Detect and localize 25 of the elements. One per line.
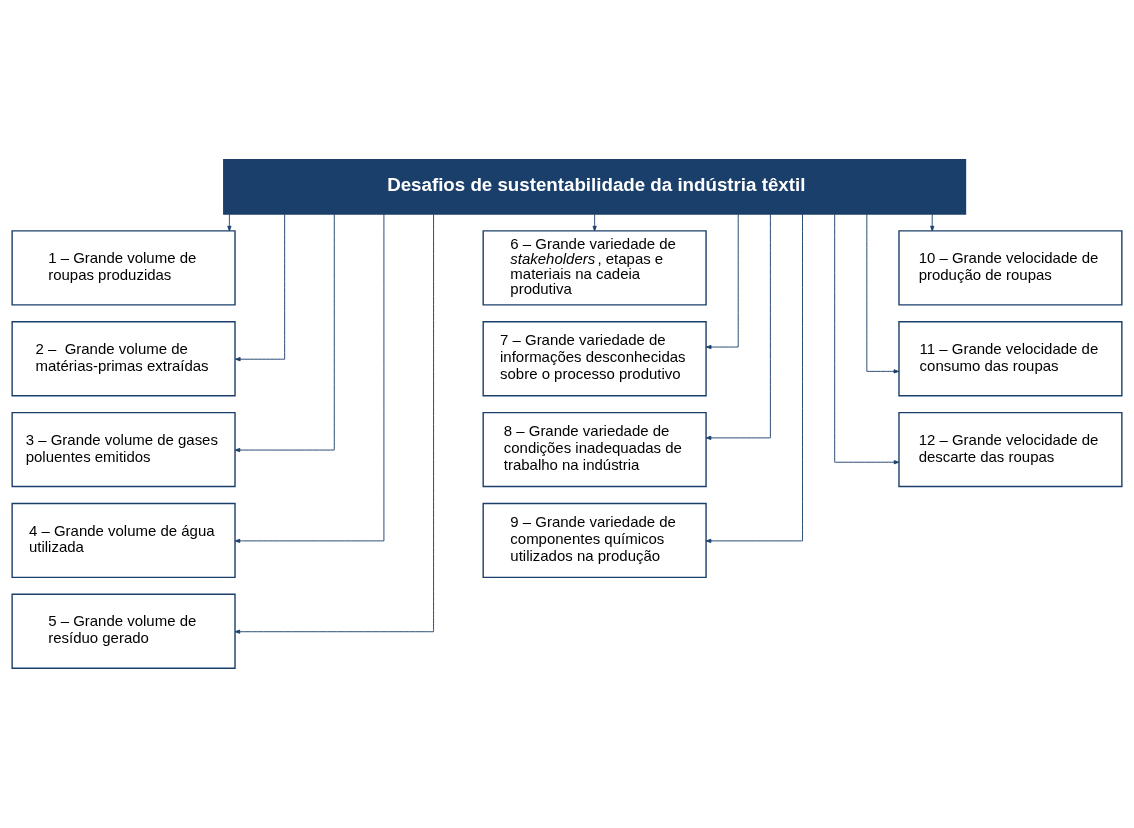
arrow — [234, 213, 335, 453]
node-box: 10 – Grande velocidade de produção de roupas — [898, 230, 1123, 306]
node-box: 12 – Grande velocidade de descarte das roupas — [898, 411, 1123, 488]
node-box: 3 – Grande volume de gases poluentes emitidos — [11, 411, 236, 488]
node-box: 9 – Grande variedade de componentes químicos utilizados na produção — [482, 502, 707, 579]
arrow — [235, 213, 286, 362]
arrow — [866, 213, 900, 374]
arrow — [234, 213, 385, 543]
arrow — [705, 213, 803, 543]
arrow — [227, 213, 232, 232]
node-box: Desafios de sustentabilidade da indústria têxtil — [223, 159, 967, 215]
arrow — [705, 213, 771, 440]
node-box: 11 – Grande velocidade de consumo das roupas — [898, 321, 1123, 397]
arrow — [705, 213, 739, 350]
arrow — [234, 213, 435, 634]
arrow — [834, 213, 900, 465]
node-box: 2 – Grande volume de matérias-primas extraídas — [11, 321, 236, 397]
node-box: 5 – Grande volume de resíduo gerado — [11, 593, 236, 669]
node-box: 6 – Grande variedade de stakeholders, etapas e materiais na cadeia produtiva — [482, 230, 707, 306]
node-box: 8 – Grande variedade de condições inadequadas de trabalho na indústria — [482, 411, 707, 488]
arrow — [930, 213, 935, 232]
node-box: 4 – Grande volume de água utilizada — [11, 502, 236, 579]
node-box: 1 – Grande volume de roupas produzidas — [11, 230, 236, 306]
arrow — [592, 213, 597, 232]
node-box: 7 – Grande variedade de informações desconhecidas sobre o processo produtivo — [482, 321, 707, 397]
